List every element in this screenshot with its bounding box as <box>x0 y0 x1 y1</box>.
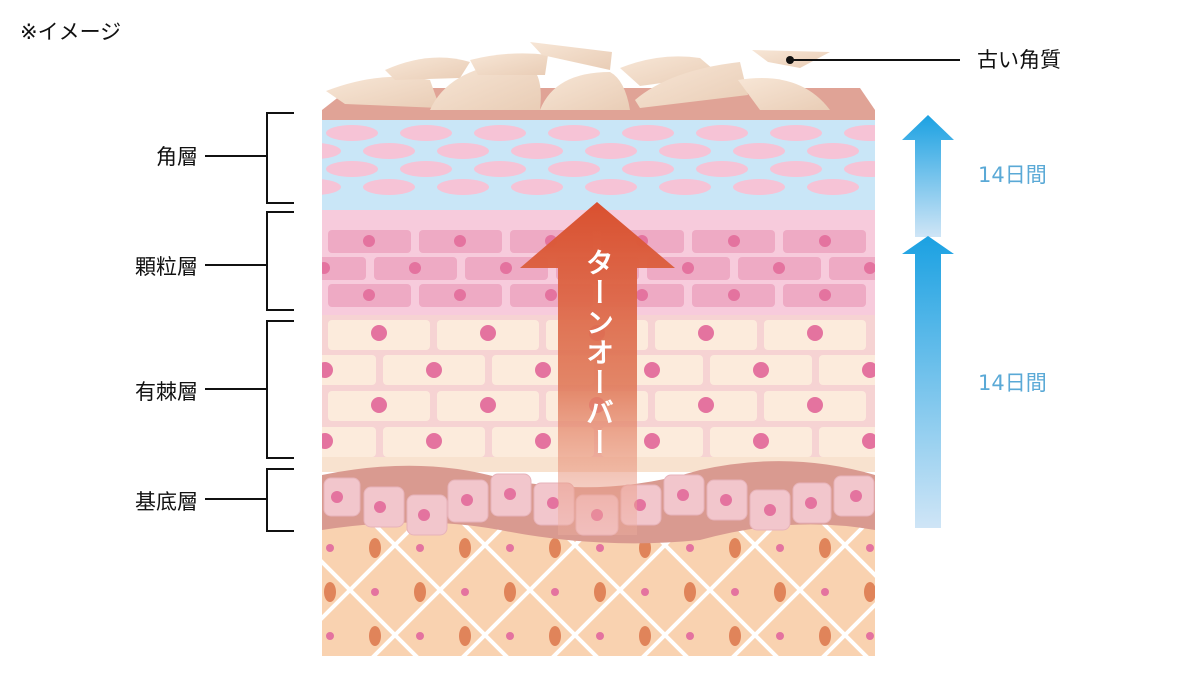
turnover-arrow <box>520 202 675 535</box>
layer-label-stratum-granulosum: 顆粒層 <box>135 255 198 279</box>
duration-arrow-upper <box>902 115 954 237</box>
duration-label-upper: 14日間 <box>978 163 1047 187</box>
duration-label-lower: 14日間 <box>978 371 1047 395</box>
duration-arrow-lower <box>902 236 954 528</box>
connector-line <box>205 498 267 500</box>
old-keratin-flakes <box>326 42 830 110</box>
layer-label-stratum-basale: 基底層 <box>135 490 198 514</box>
image-note: ※イメージ <box>20 20 122 44</box>
connector-line <box>205 155 267 157</box>
bracket-stratum-corneum <box>266 112 294 204</box>
connector-line <box>205 388 267 390</box>
old-keratin-label: 古い角質 <box>977 48 1061 72</box>
layer-label-stratum-corneum: 角層 <box>156 145 198 169</box>
bracket-stratum-spinosum <box>266 320 294 459</box>
bracket-stratum-granulosum <box>266 211 294 311</box>
bracket-stratum-basale <box>266 468 294 532</box>
connector-line <box>205 264 267 266</box>
turnover-label: ターンオーバー <box>582 248 615 458</box>
layer-label-stratum-spinosum: 有棘層 <box>135 380 198 404</box>
